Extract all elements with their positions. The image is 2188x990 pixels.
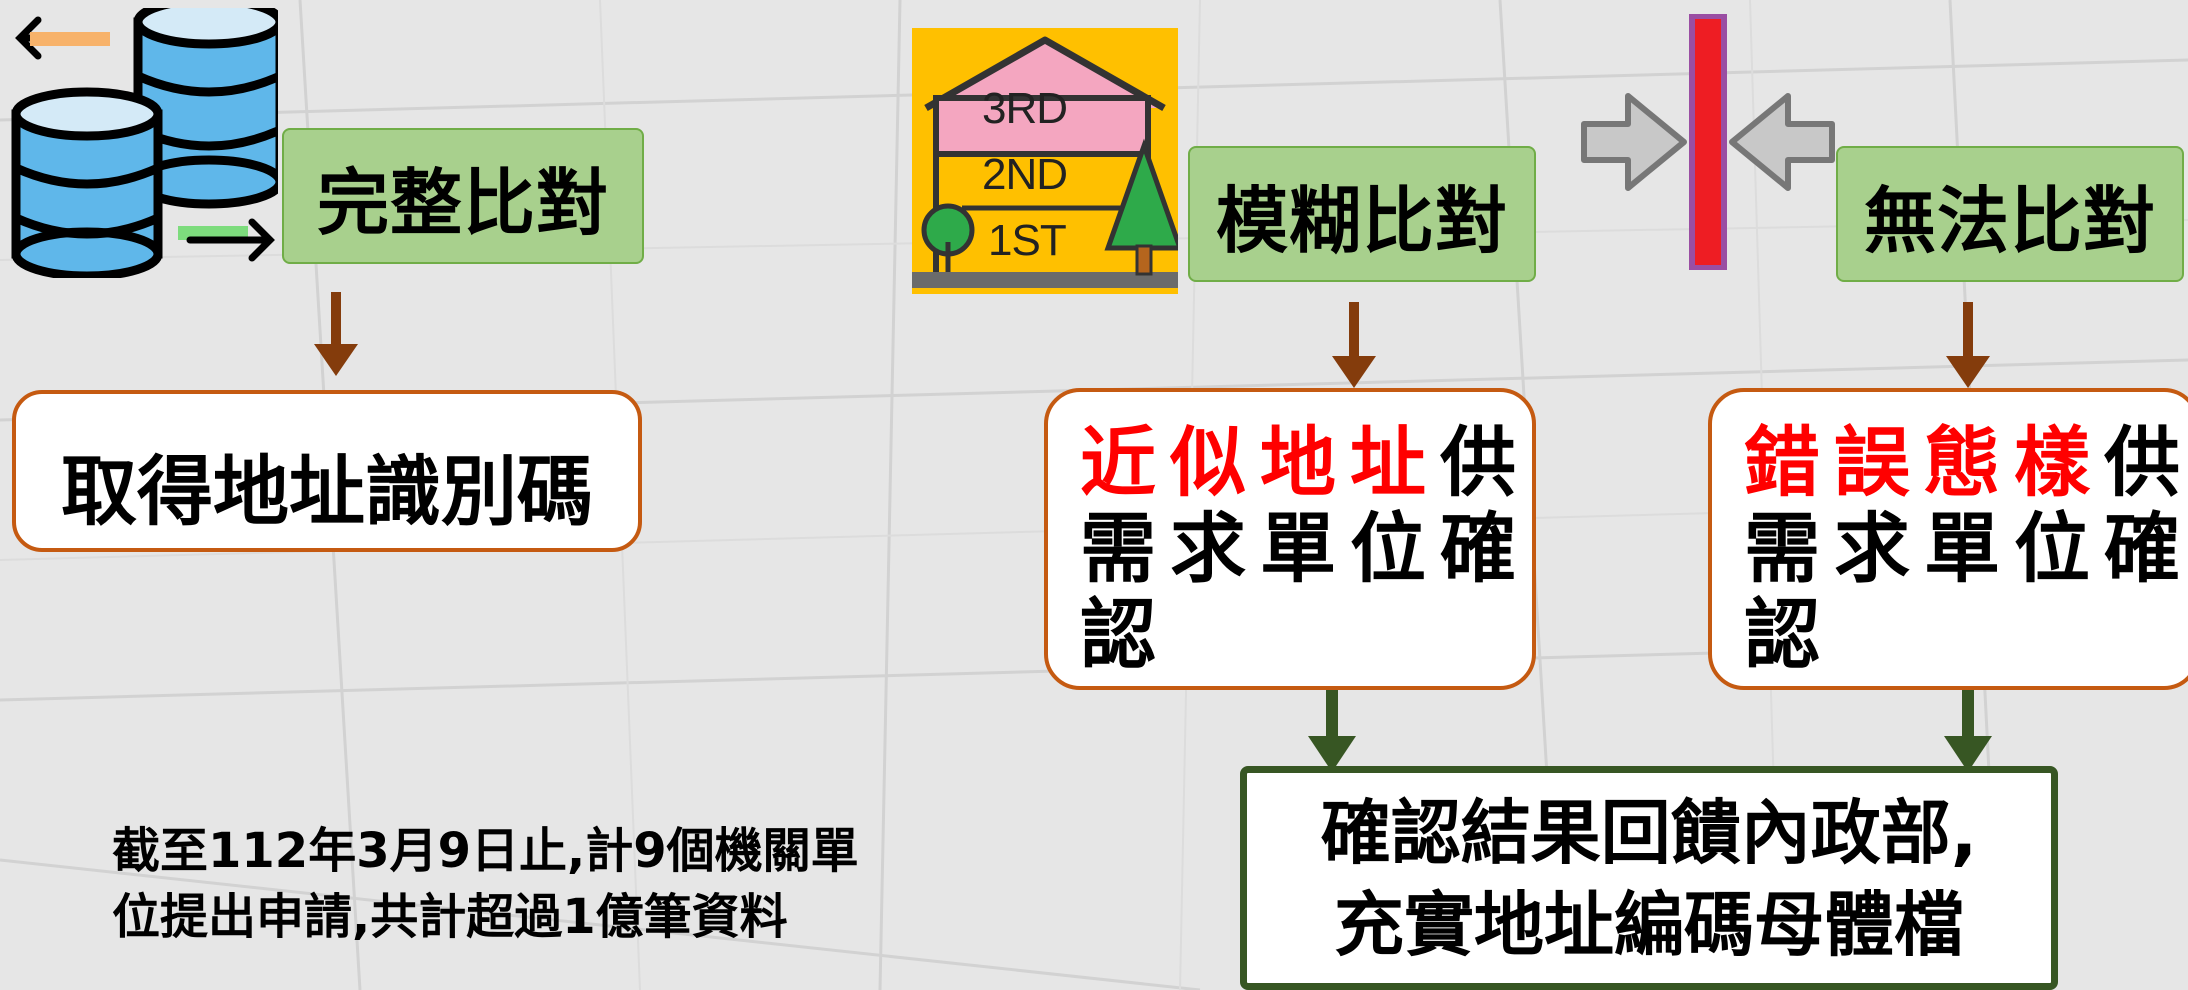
application-note-line2: 位提出申請,共計超過1億筆資料: [112, 889, 788, 945]
nomatch-result-box: 錯誤態樣供 需求單位確 認: [1708, 388, 2188, 690]
fuzzy-match-box: 模糊比對: [1188, 146, 1536, 282]
house-floors-icon: 3RD 2ND 1ST: [912, 28, 1184, 294]
floor-label-2nd: 2ND: [982, 150, 1068, 199]
barrier-squeeze-icon: [1581, 14, 1835, 270]
application-note-line1: 截至112年3月9日止,計9個機關單: [112, 823, 859, 879]
nomatch-line1-rest: 供: [2104, 418, 2188, 507]
get-address-id-text: 取得地址識別碼: [61, 447, 593, 536]
database-transfer-icon: [11, 8, 278, 278]
final-result-line1: 確認結果回饋內政部,: [1320, 792, 1978, 874]
fuzzy-line2: 需求單位確: [1080, 504, 1530, 593]
complete-match-box: 完整比對: [282, 128, 644, 264]
fuzzy-highlight: 近似地址: [1080, 418, 1440, 507]
nomatch-line3: 認: [1744, 590, 1834, 679]
nomatch-line2: 需求單位確: [1744, 504, 2188, 593]
fuzzy-result-box: 近似地址供 需求單位確 認: [1044, 388, 1536, 690]
fuzzy-line3: 認: [1080, 590, 1170, 679]
floor-label-1st: 1ST: [988, 216, 1067, 265]
nomatch-highlight: 錯誤態樣: [1744, 418, 2104, 507]
floor-label-3rd: 3RD: [982, 84, 1068, 133]
nomatch-result-text: 錯誤態樣供 需求單位確 認: [1744, 420, 2188, 678]
fuzzy-result-text: 近似地址供 需求單位確 認: [1080, 420, 1532, 678]
final-result-line2: 充實地址編碼母體檔: [1334, 884, 1964, 966]
no-match-box: 無法比對: [1836, 146, 2184, 282]
application-note: 截至112年3月9日止,計9個機關單 位提出申請,共計超過1億筆資料: [112, 818, 1012, 950]
final-result-box: 確認結果回饋內政部, 充實地址編碼母體檔: [1240, 766, 2058, 990]
get-address-id-box: 取得地址識別碼: [12, 390, 642, 552]
fuzzy-line1-rest: 供: [1440, 418, 1530, 507]
